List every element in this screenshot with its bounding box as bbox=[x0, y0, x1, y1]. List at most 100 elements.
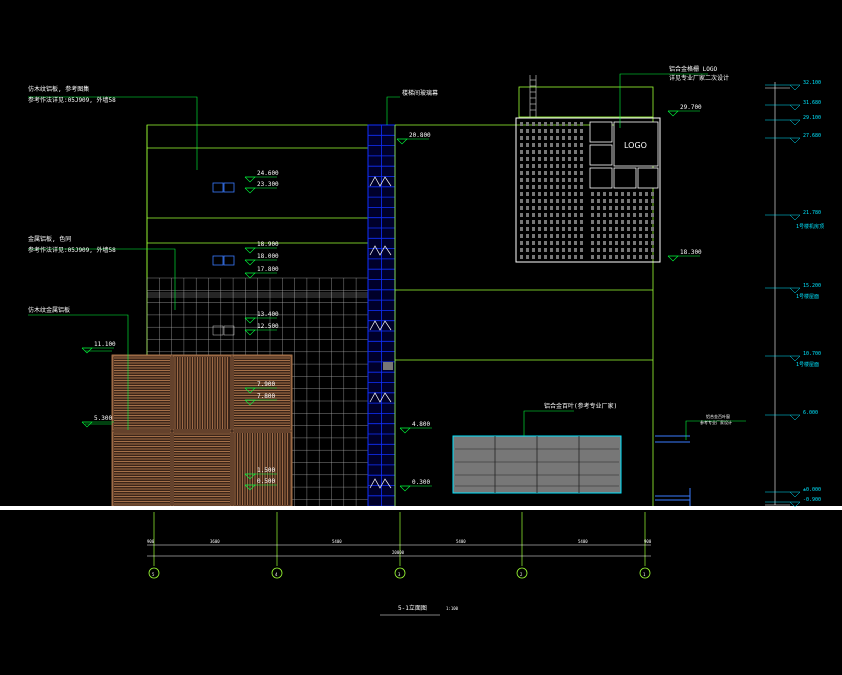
grille-slat bbox=[609, 199, 612, 203]
note-right-small: 铝合金百叶窗 bbox=[706, 413, 730, 419]
grille-slat bbox=[568, 255, 571, 259]
elevation-label: 0.500 bbox=[257, 478, 275, 485]
grille-slat bbox=[591, 227, 594, 231]
grille-slat bbox=[639, 213, 642, 217]
note-logo-1: 铝合金格栅 LOGO bbox=[669, 65, 717, 73]
grille-slat bbox=[591, 248, 594, 252]
grille-slat bbox=[532, 192, 535, 196]
grille-slat bbox=[580, 178, 583, 182]
grille-slat bbox=[574, 164, 577, 168]
grille-slat bbox=[580, 192, 583, 196]
grille-slat bbox=[526, 122, 529, 126]
grille-slat bbox=[574, 227, 577, 231]
stair-flight-mark bbox=[369, 176, 392, 187]
grille-slat bbox=[556, 206, 559, 210]
axis-triangle bbox=[789, 104, 801, 111]
grille-slat bbox=[538, 129, 541, 133]
grille-slat bbox=[568, 178, 571, 182]
elevation-triangle bbox=[399, 427, 411, 434]
grille-slat bbox=[633, 248, 636, 252]
elevation-triangle bbox=[244, 329, 256, 336]
grille-slat bbox=[568, 129, 571, 133]
grille-slat bbox=[597, 199, 600, 203]
grille-slat bbox=[639, 220, 642, 224]
axis-level-label: 32.100 bbox=[803, 80, 821, 86]
louver-panel-block bbox=[452, 435, 622, 494]
grille-slat bbox=[550, 143, 553, 147]
logo-box bbox=[637, 167, 659, 189]
grille-slat bbox=[574, 136, 577, 140]
grille-slat bbox=[580, 164, 583, 168]
grille-slat bbox=[621, 227, 624, 231]
axis-level-label: ±0.000 bbox=[803, 487, 821, 493]
right-dimension-axis bbox=[765, 82, 790, 506]
grid-window bbox=[212, 325, 224, 336]
logo-louver-grille bbox=[515, 117, 661, 263]
elevation-triangle bbox=[81, 421, 93, 428]
grille-slat bbox=[544, 241, 547, 245]
elevation-triangle bbox=[244, 317, 256, 324]
grille-slat bbox=[639, 255, 642, 259]
grille-slat bbox=[526, 213, 529, 217]
grille-slat bbox=[603, 206, 606, 210]
grille-slat bbox=[651, 192, 654, 196]
grille-slat bbox=[550, 255, 553, 259]
grille-slat bbox=[645, 255, 648, 259]
grille-slat bbox=[562, 171, 565, 175]
grille-slat bbox=[556, 171, 559, 175]
grille-slat bbox=[591, 199, 594, 203]
grille-slat bbox=[550, 241, 553, 245]
grille-slat bbox=[538, 185, 541, 189]
grille-slat bbox=[538, 143, 541, 147]
axis-triangle bbox=[789, 84, 801, 91]
grille-slat bbox=[568, 199, 571, 203]
grille-slat bbox=[597, 227, 600, 231]
elevation-label: 11.100 bbox=[94, 341, 116, 348]
grille-slat bbox=[639, 234, 642, 238]
grille-slat bbox=[591, 213, 594, 217]
axis-bubble bbox=[394, 567, 406, 579]
grille-slat bbox=[526, 171, 529, 175]
grille-slat bbox=[544, 199, 547, 203]
grille-slat bbox=[538, 227, 541, 231]
grille-slat bbox=[645, 234, 648, 238]
grille-slat bbox=[550, 248, 553, 252]
grille-slat bbox=[651, 213, 654, 217]
grille-slat bbox=[621, 255, 624, 259]
grille-slat bbox=[568, 213, 571, 217]
grille-slat bbox=[562, 248, 565, 252]
note-top-left-1: 仿木纹铝板, 参考图集 bbox=[28, 85, 89, 93]
grille-slat bbox=[562, 234, 565, 238]
grille-slat bbox=[627, 234, 630, 238]
grille-slat bbox=[609, 213, 612, 217]
grille-slat bbox=[639, 206, 642, 210]
grille-slat bbox=[597, 234, 600, 238]
grille-slat bbox=[532, 234, 535, 238]
grille-slat bbox=[615, 234, 618, 238]
grille-slat bbox=[544, 206, 547, 210]
grille-frame bbox=[515, 117, 661, 263]
grille-slat bbox=[633, 255, 636, 259]
grille-slat bbox=[568, 220, 571, 224]
grille-slat bbox=[520, 143, 523, 147]
grille-slat bbox=[538, 164, 541, 168]
grille-slat bbox=[621, 192, 624, 196]
grille-slat bbox=[580, 171, 583, 175]
elevation-label: 7.800 bbox=[257, 393, 275, 400]
elevation-label: 29.700 bbox=[680, 104, 702, 111]
grille-slat bbox=[645, 206, 648, 210]
elevation-label: 12.500 bbox=[257, 323, 279, 330]
grille-slat bbox=[538, 206, 541, 210]
elevation-label: 0.300 bbox=[412, 479, 430, 486]
axis-floor-note: 1号楼机房顶 bbox=[796, 223, 824, 230]
axis-number: 1 bbox=[643, 572, 646, 577]
axis-triangle bbox=[789, 214, 801, 221]
grille-slat bbox=[615, 241, 618, 245]
grille-slat bbox=[538, 241, 541, 245]
elevation-label: 4.800 bbox=[412, 421, 430, 428]
grille-slat bbox=[520, 199, 523, 203]
grille-slat bbox=[580, 255, 583, 259]
grille-slat bbox=[544, 248, 547, 252]
grille-slat bbox=[532, 129, 535, 133]
grille-slat bbox=[544, 185, 547, 189]
